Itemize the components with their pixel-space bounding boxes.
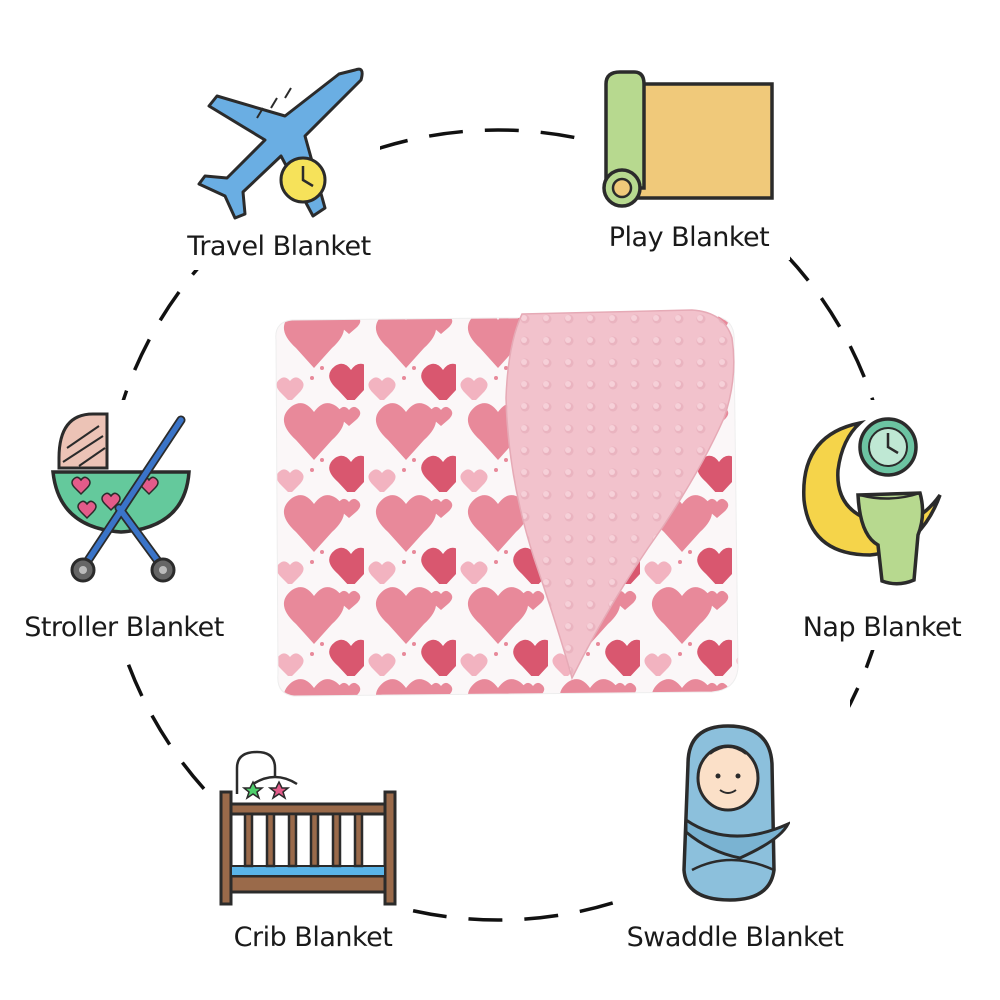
play-blanket-label: Play Blanket <box>608 222 770 253</box>
baby-stroller-icon <box>51 412 191 583</box>
crib-blanket-label: Crib Blanket <box>233 922 393 953</box>
swaddle-blanket-label: Swaddle Blanket <box>626 922 844 953</box>
nap-blanket-label: Nap Blanket <box>802 612 962 643</box>
stroller-blanket-label: Stroller Blanket <box>24 612 224 643</box>
crib-with-mobile-icon <box>219 750 397 906</box>
heart-print-minky-blanket <box>275 309 739 697</box>
travel-blanket-label: Travel Blanket <box>187 231 371 262</box>
moon-clock-blanket-icon <box>802 417 942 586</box>
play-mat-roll-icon <box>602 70 774 208</box>
swaddled-baby-icon <box>682 724 790 902</box>
airplane-clock-icon <box>197 67 364 220</box>
